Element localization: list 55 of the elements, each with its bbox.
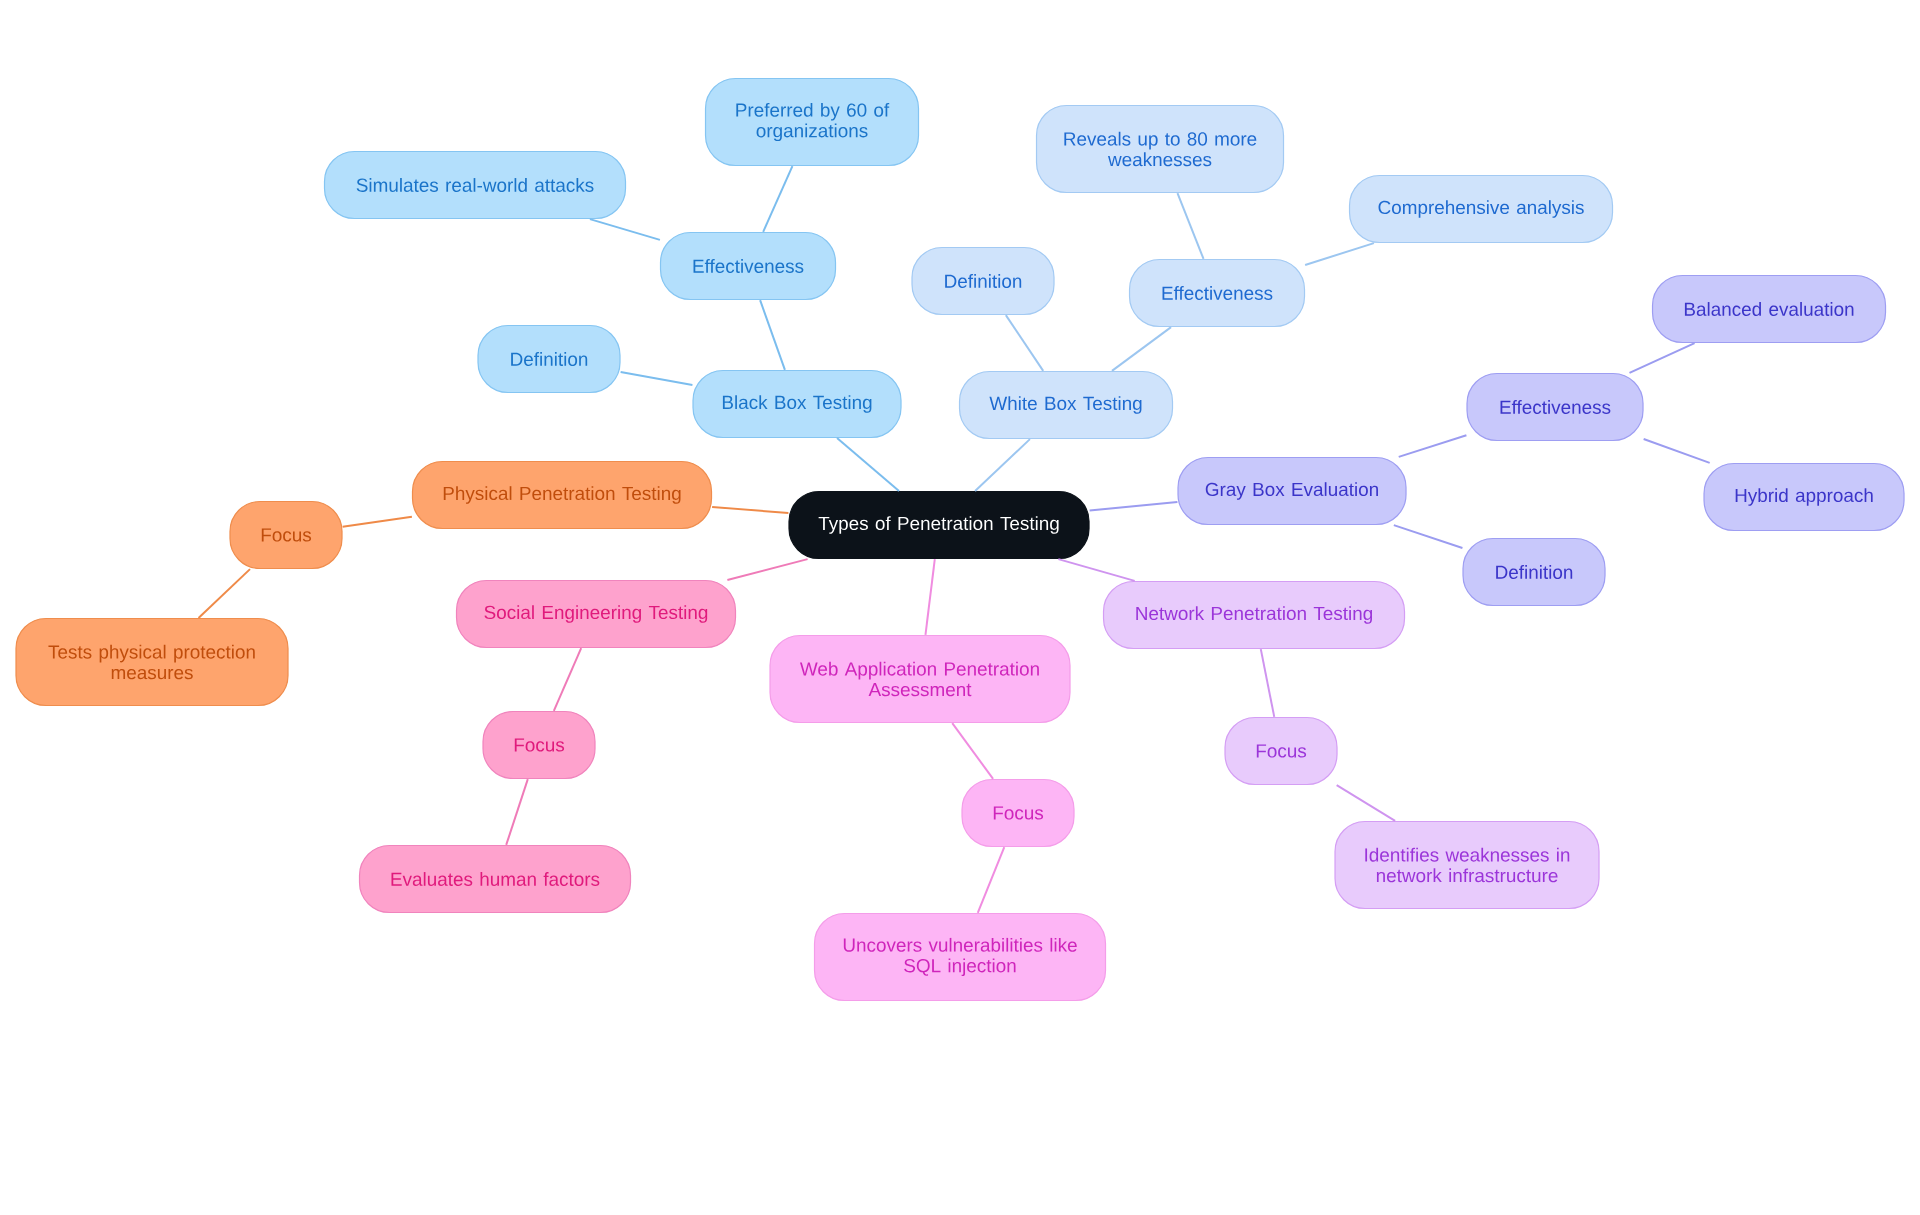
subtopic-box: Effectiveness	[1128, 258, 1306, 328]
connector-line	[976, 846, 1006, 914]
connector-line	[1111, 326, 1173, 372]
connector-line	[1392, 524, 1464, 550]
connector-line	[1004, 314, 1045, 372]
connector-line	[1304, 242, 1375, 266]
topic-box: Network Penetration Testing	[1102, 580, 1406, 650]
topic-box: Physical Penetration Testing	[411, 460, 713, 530]
subtopic-box: Focus	[1224, 716, 1338, 786]
detail-box: Uncovers vulnerabilities like SQL injection	[813, 912, 1107, 1002]
topic-box: Gray Box Evaluation	[1177, 456, 1407, 526]
subtopic-box: Definition	[911, 246, 1055, 316]
detail-box: Reveals up to 80 more weaknesses	[1035, 104, 1285, 194]
detail-box: Simulates real-world attacks	[323, 150, 627, 220]
central-topic-box: Types of Penetration Testing	[788, 490, 1090, 560]
subtopic-box: Effectiveness	[659, 231, 837, 301]
connector-line	[552, 647, 583, 712]
connector-line	[924, 558, 936, 636]
detail-box: Preferred by 60 of organizations	[704, 77, 920, 167]
connector-line	[197, 568, 252, 619]
connector-line	[588, 218, 661, 241]
detail-box: Comprehensive analysis	[1348, 174, 1614, 244]
detail-box: Evaluates human factors	[358, 844, 632, 914]
connector-line	[951, 722, 995, 780]
connector-line	[1259, 648, 1276, 718]
subtopic-box: Definition	[477, 324, 621, 394]
connector-line	[341, 515, 413, 528]
topic-box: Black Box Testing	[692, 369, 902, 439]
connector-line	[759, 299, 786, 371]
connector-line	[1057, 558, 1136, 582]
connector-line	[1088, 501, 1179, 512]
detail-box: Identifies weaknesses in network infrastructure	[1334, 820, 1600, 910]
subtopic-box: Focus	[482, 710, 596, 780]
connector-line	[762, 165, 794, 233]
connector-line	[726, 558, 809, 581]
subtopic-box: Definition	[1462, 537, 1606, 607]
connector-line	[1176, 192, 1205, 260]
topic-box: Web Application Penetration Assessment	[769, 634, 1071, 724]
connector-line	[1397, 434, 1468, 458]
connector-line	[1335, 784, 1397, 822]
connector-line	[505, 778, 529, 846]
subtopic-box: Focus	[229, 500, 343, 570]
connector-line	[1642, 438, 1711, 464]
subtopic-box: Effectiveness	[1466, 372, 1644, 442]
connector-line	[974, 438, 1031, 492]
connector-line	[836, 437, 900, 492]
detail-box: Tests physical protection measures	[15, 617, 289, 707]
subtopic-box: Focus	[961, 778, 1075, 848]
topic-box: Social Engineering Testing	[455, 579, 737, 649]
connector-line	[619, 371, 694, 386]
connector-line	[1628, 342, 1696, 374]
topic-box: White Box Testing	[958, 370, 1174, 440]
detail-box: Hybrid approach	[1703, 462, 1905, 532]
detail-box: Balanced evaluation	[1651, 274, 1887, 344]
connector-line	[711, 505, 790, 515]
